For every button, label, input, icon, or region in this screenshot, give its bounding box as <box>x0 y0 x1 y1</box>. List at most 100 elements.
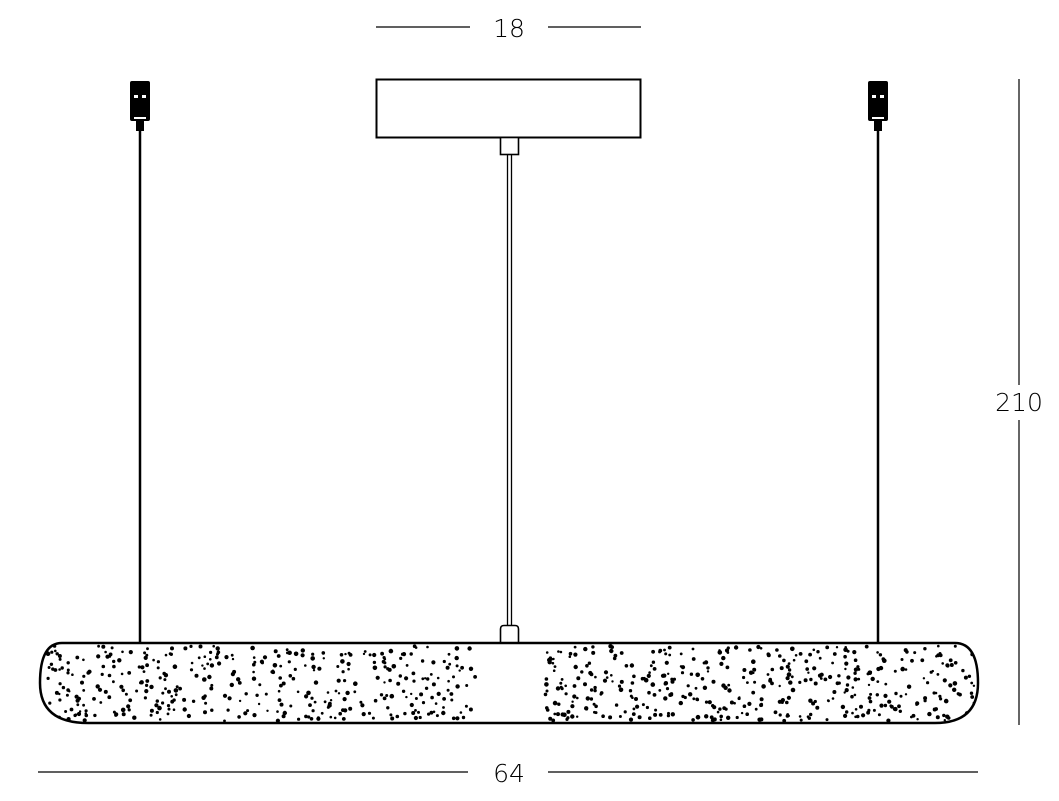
speckle-dot <box>878 653 883 657</box>
speckle-dot <box>170 695 173 698</box>
speckle-dot <box>594 675 597 679</box>
speckle-dot <box>667 711 670 715</box>
speckle-dot <box>593 688 597 693</box>
speckle-dot <box>172 664 178 669</box>
canopy-connector <box>499 136 520 156</box>
speckle-dot <box>643 677 649 683</box>
speckle-dot <box>619 679 624 684</box>
speckle-dot <box>167 689 171 694</box>
speckle-dot <box>250 645 255 651</box>
speckle-dot <box>945 663 950 668</box>
speckle-dot <box>281 681 286 686</box>
speckle-dot <box>214 655 219 660</box>
speckle-dot <box>881 657 886 661</box>
speckle-dot <box>80 680 84 685</box>
speckle-dot <box>588 670 593 676</box>
speckle-dot <box>163 678 167 682</box>
speckle-dot <box>145 663 150 668</box>
speckle-dot <box>651 660 656 664</box>
speckle-dot <box>811 701 816 706</box>
speckle-dot <box>53 668 58 672</box>
speckle-dot <box>706 670 710 673</box>
speckle-dot <box>548 716 553 721</box>
speckle-dot <box>748 648 752 652</box>
speckle-dot <box>618 687 624 693</box>
speckle-dot <box>853 667 859 672</box>
speckle-dot <box>872 708 876 712</box>
speckle-dot <box>142 670 146 673</box>
speckle-dot <box>904 693 908 696</box>
speckle-dot <box>651 649 655 654</box>
speckle-dot <box>610 674 613 677</box>
speckle-dot <box>255 693 259 697</box>
speckle-dot <box>672 677 677 681</box>
speckle-dot <box>155 699 159 703</box>
speckle-dot <box>641 703 645 707</box>
speckle-dot <box>670 679 675 684</box>
speckle-dot <box>570 704 575 709</box>
speckle-dot <box>186 713 191 719</box>
speckle-dot <box>182 697 187 702</box>
speckle-dot <box>652 667 657 671</box>
speckle-dot <box>300 653 305 658</box>
speckle-dot <box>759 717 764 722</box>
speckle-dot <box>544 677 549 681</box>
speckle-dot <box>375 675 380 680</box>
speckle-dot <box>146 647 149 651</box>
speckle-dot <box>678 700 683 706</box>
speckle-dot <box>296 690 300 694</box>
speckle-dot <box>414 697 418 700</box>
speckle-dot <box>941 662 944 665</box>
speckle-dot <box>273 649 278 654</box>
speckle-dot <box>306 690 311 696</box>
speckle-dot <box>570 714 575 719</box>
speckle-dot <box>76 711 82 717</box>
speckle-dot <box>670 677 674 681</box>
speckle-dot <box>383 681 386 684</box>
speckle-dot <box>628 689 633 693</box>
speckle-dot <box>766 673 770 676</box>
speckle-dot <box>154 703 159 708</box>
speckle-dot <box>74 694 79 699</box>
right-suspension-cable <box>868 81 888 643</box>
speckle-dot <box>770 667 775 672</box>
speckle-dot <box>704 700 709 704</box>
speckle-dot <box>609 648 614 654</box>
speckle-dot <box>75 655 80 660</box>
speckle-dot <box>853 671 857 675</box>
speckle-dot <box>58 698 62 702</box>
speckle-dot <box>360 703 365 708</box>
speckle-dot <box>898 709 902 713</box>
speckle-dot <box>401 689 406 693</box>
speckle-dot <box>455 716 460 721</box>
speckle-dot <box>555 686 561 691</box>
speckle-dot <box>203 667 206 670</box>
speckle-dot <box>718 707 722 711</box>
speckle-dot <box>632 674 636 679</box>
speckle-dot <box>178 686 183 691</box>
speckle-dot <box>778 684 781 688</box>
speckle-dot <box>47 666 51 669</box>
speckle-dot <box>788 680 793 685</box>
speckle-dot <box>189 668 194 672</box>
speckle-dot <box>956 692 960 696</box>
speckle-dot <box>436 691 441 697</box>
speckle-dot <box>851 711 854 715</box>
speckle-dot <box>631 696 634 699</box>
speckle-dot <box>121 712 126 717</box>
canopy-width-label: 18 <box>493 14 525 43</box>
speckle-dot <box>695 697 699 702</box>
speckle-dot <box>759 647 763 650</box>
speckle-dot <box>712 717 717 722</box>
speckle-dot <box>948 683 953 688</box>
speckle-dot <box>209 686 214 691</box>
speckle-dot <box>257 702 261 706</box>
speckle-dot <box>557 702 561 706</box>
speckle-dot <box>172 708 176 711</box>
speckle-dot <box>688 692 693 697</box>
speckle-dot <box>304 714 308 719</box>
speckle-dot <box>243 711 248 716</box>
speckle-dot <box>815 705 820 710</box>
speckle-dot <box>649 664 653 668</box>
speckle-dot <box>831 661 834 665</box>
